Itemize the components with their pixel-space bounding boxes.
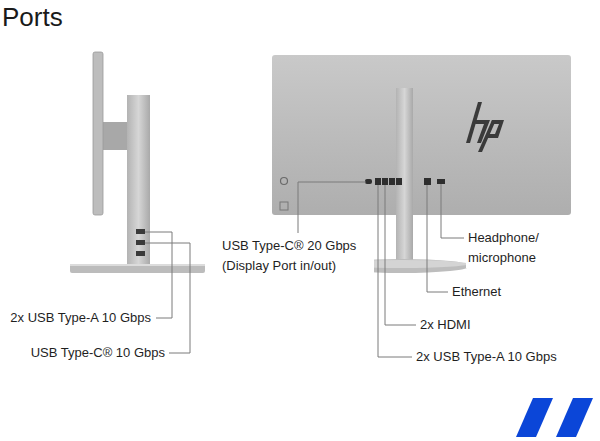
hp-logo <box>466 102 504 152</box>
port-label: 2x USB Type-A 10 Gbps <box>414 347 559 367</box>
port-label: Headphone/ microphone <box>466 228 575 268</box>
port-label: 2x USB Type-A 10 Gbps <box>8 308 153 328</box>
side-view <box>70 52 205 273</box>
brand-marks <box>516 398 593 437</box>
leader-lines <box>145 182 464 357</box>
page-title: Ports <box>2 1 63 33</box>
port-label: Ethernet <box>450 282 503 302</box>
port-label: USB Type-C® 20 Gbps (Display Port in/out… <box>220 236 374 276</box>
port-label: USB Type-C® 10 Gbps <box>29 343 167 363</box>
port-label: 2x HDMI <box>418 315 473 335</box>
